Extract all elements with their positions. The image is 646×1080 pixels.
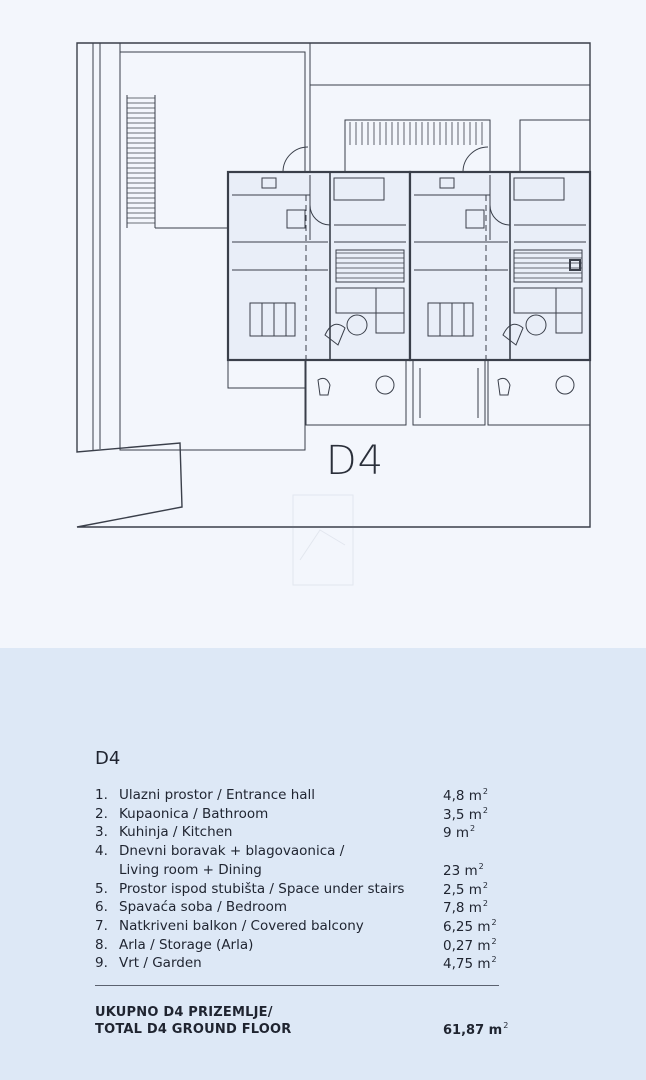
room-area-exponent: 2 bbox=[482, 805, 489, 815]
room-area: 23 m2 bbox=[443, 862, 484, 879]
room-area: 4,8 m2 bbox=[443, 787, 488, 804]
internal-stairs bbox=[335, 249, 583, 283]
room-name: Kupaonica / Bathroom bbox=[119, 805, 269, 822]
room-name: Arla / Storage (Arla) bbox=[119, 936, 254, 953]
room-area-exponent: 2 bbox=[470, 824, 476, 834]
floor-plan-drawing bbox=[76, 42, 592, 586]
room-name: Prostor ispod stubišta / Space under sta… bbox=[119, 880, 405, 897]
total-area-value: 61,87 m bbox=[443, 1023, 503, 1038]
room-row: 5. Prostor ispod stubišta / Space under s… bbox=[95, 880, 488, 898]
room-name: Vrt / Garden bbox=[119, 955, 202, 972]
panel-title: D4 bbox=[95, 748, 121, 769]
floor-plan-area: D4 bbox=[76, 42, 592, 586]
room-area-value: 0,27 m bbox=[443, 937, 491, 954]
upper-stair-rungs bbox=[349, 122, 483, 145]
room-area-exponent: 2 bbox=[482, 787, 489, 796]
unit-label: D4 bbox=[325, 438, 385, 484]
watermark-logo bbox=[292, 494, 354, 586]
room-number: 3. bbox=[95, 824, 108, 841]
room-name: Kuhinja / Kitchen bbox=[119, 824, 233, 841]
room-area-value: 6,25 m bbox=[443, 918, 491, 935]
room-row: 1. Ulazni prostor / Entrance hall 4,8 m2 bbox=[95, 787, 488, 804]
room-row: 3. Kuhinja / Kitchen 9 m2 bbox=[95, 824, 475, 841]
room-area: 7,8 m2 bbox=[443, 899, 488, 916]
room-area bbox=[443, 843, 444, 860]
room-area-exponent: 2 bbox=[482, 899, 489, 909]
room-row: 6. Spavaća soba / Bedroom 7,8 m2 bbox=[95, 899, 488, 916]
side-stair-rungs bbox=[127, 97, 155, 224]
total-area-exponent: 2 bbox=[503, 1021, 509, 1030]
room-area-exponent: 2 bbox=[478, 861, 484, 871]
room-area-value: 4,8 m bbox=[443, 788, 482, 804]
total-label-line1: UKUPNO D4 PRIZEMLJE/ bbox=[95, 1005, 273, 1020]
room-row: 7. Natkriveni balkon / Covered balcony 6,2… bbox=[95, 917, 497, 935]
info-panel: D4 1. Ulazni prostor / Entrance hall 4,8 m… bbox=[0, 648, 646, 1080]
room-area-exponent: 2 bbox=[482, 880, 489, 890]
room-area-value: 2,5 m bbox=[443, 881, 482, 898]
internal-stair-rungs bbox=[336, 252, 582, 279]
room-area-exponent: 2 bbox=[491, 917, 497, 927]
room-row: 2. Kupaonica / Bathroom 3,5 m2 bbox=[95, 805, 488, 823]
room-area: 4,75 m2 bbox=[443, 955, 497, 972]
room-name: Ulazni prostor / Entrance hall bbox=[119, 787, 316, 803]
room-area-value: 4,75 m bbox=[443, 956, 491, 973]
room-number: 8. bbox=[95, 936, 108, 953]
room-number: 6. bbox=[95, 899, 108, 916]
total-label-line2: TOTAL D4 GROUND FLOOR bbox=[95, 1022, 292, 1037]
side-stair bbox=[126, 95, 156, 228]
divider bbox=[95, 985, 499, 986]
room-name: Dnevni boravak + blagovaonica / bbox=[119, 843, 345, 860]
room-number: 1. bbox=[95, 787, 108, 803]
room-row: 8. Arla / Storage (Arla) 0,27 m2 bbox=[95, 936, 497, 954]
room-area-value: 23 m bbox=[443, 862, 478, 879]
room-row: 9. Vrt / Garden 4,75 m2 bbox=[95, 955, 497, 972]
room-number: 4. bbox=[95, 843, 108, 860]
room-row: Living room + Dining 23 m2 bbox=[95, 861, 484, 879]
room-row: 4. Dnevni boravak + blagovaonica / bbox=[95, 843, 344, 859]
room-area: 2,5 m2 bbox=[443, 881, 488, 898]
room-name: Living room + Dining bbox=[119, 861, 262, 878]
room-area-value: 9 m bbox=[443, 825, 470, 842]
room-name: Natkriveni balkon / Covered balcony bbox=[119, 917, 364, 934]
room-area: 0,27 m2 bbox=[443, 937, 497, 954]
room-area-value: 3,5 m bbox=[443, 806, 482, 823]
room-area: 6,25 m2 bbox=[443, 918, 497, 935]
room-name: Spavaća soba / Bedroom bbox=[119, 899, 287, 916]
total-area: 61,87 m2 bbox=[443, 1021, 508, 1038]
room-area-value: 7,8 m bbox=[443, 900, 482, 917]
room-number: 2. bbox=[95, 805, 108, 822]
room-area: 3,5 m2 bbox=[443, 806, 488, 823]
room-number: 9. bbox=[95, 955, 108, 972]
room-number: 5. bbox=[95, 880, 108, 897]
room-number: 7. bbox=[95, 917, 108, 934]
room-area: 9 m2 bbox=[443, 824, 475, 841]
room-area-exponent: 2 bbox=[491, 955, 497, 965]
room-area-exponent: 2 bbox=[491, 936, 497, 946]
